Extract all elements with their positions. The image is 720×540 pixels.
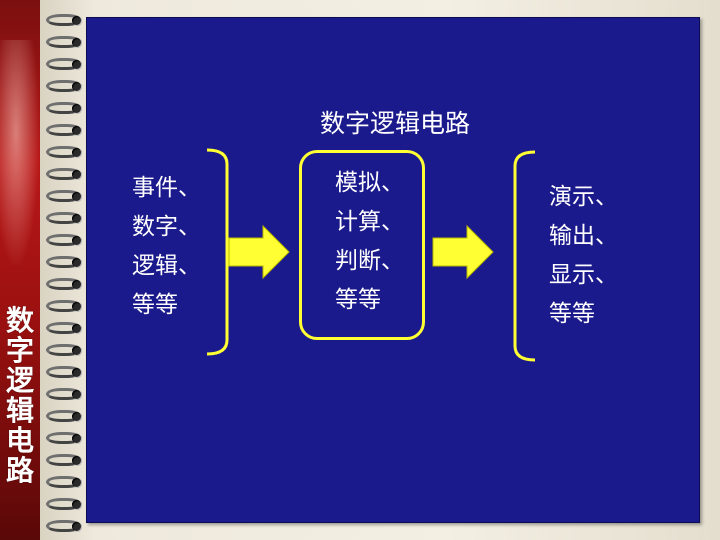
processing-box: [299, 150, 425, 340]
binding-hole: [72, 324, 81, 333]
binding-hole: [72, 82, 81, 91]
side-title-char: 电: [5, 424, 34, 457]
vertical-course-title: 数 字 逻 辑 电 路: [2, 306, 38, 486]
right-arrow-icon: [228, 224, 290, 280]
binding-hole: [72, 60, 81, 69]
left-group-bracket-icon: [206, 148, 229, 356]
list-item: 等等: [335, 287, 381, 313]
slide-title: 数字逻辑电路: [319, 109, 470, 138]
binding-hole: [72, 346, 81, 355]
binding-hole: [72, 456, 81, 465]
right-group-bracket-icon: [513, 150, 536, 362]
list-item: 等等: [549, 301, 595, 327]
binding-hole: [72, 390, 81, 399]
binding-hole: [72, 16, 81, 25]
list-item: 显示、: [549, 262, 618, 288]
binding-hole: [72, 368, 81, 377]
slide-panel: 数字逻辑电路 事件、 数字、 逻辑、 等等 模拟、 计算、 判断、 等等 演示、…: [86, 17, 700, 523]
binding-hole: [72, 192, 81, 201]
binding-hole: [72, 170, 81, 179]
side-title-char: 路: [5, 454, 34, 487]
list-item: 输出、: [549, 223, 618, 249]
binding-hole: [72, 412, 81, 421]
side-title-char: 字: [5, 334, 34, 367]
binding-hole: [72, 500, 81, 509]
binding-hole: [72, 522, 81, 531]
list-item: 计算、: [335, 209, 404, 235]
list-item: 等等: [132, 292, 178, 318]
decorative-side-strip: 数 字 逻 辑 电 路: [0, 0, 40, 540]
mist-decoration: [0, 40, 40, 270]
binding-hole: [72, 434, 81, 443]
binding-hole: [72, 214, 81, 223]
binding-hole: [72, 280, 81, 289]
process-list: 模拟、 计算、 判断、 等等: [335, 164, 404, 320]
binding-hole: [72, 104, 81, 113]
binding-hole: [72, 148, 81, 157]
output-list: 演示、 输出、 显示、 等等: [549, 178, 618, 334]
binding-hole: [72, 236, 81, 245]
input-list: 事件、 数字、 逻辑、 等等: [132, 169, 201, 325]
binding-hole: [72, 478, 81, 487]
list-item: 数字、: [132, 214, 201, 240]
binding-hole: [72, 302, 81, 311]
list-item: 判断、: [335, 248, 404, 274]
list-item: 逻辑、: [132, 253, 201, 279]
side-title-char: 逻: [5, 364, 34, 397]
side-title-char: 数: [5, 304, 34, 337]
spiral-binding-icon: [40, 0, 90, 540]
right-arrow-icon: [432, 224, 494, 280]
binding-hole: [72, 38, 81, 47]
list-item: 模拟、: [335, 170, 404, 196]
list-item: 演示、: [549, 184, 618, 210]
list-item: 事件、: [132, 175, 201, 201]
side-title-char: 辑: [5, 394, 34, 427]
binding-hole: [72, 258, 81, 267]
binding-hole: [72, 126, 81, 135]
